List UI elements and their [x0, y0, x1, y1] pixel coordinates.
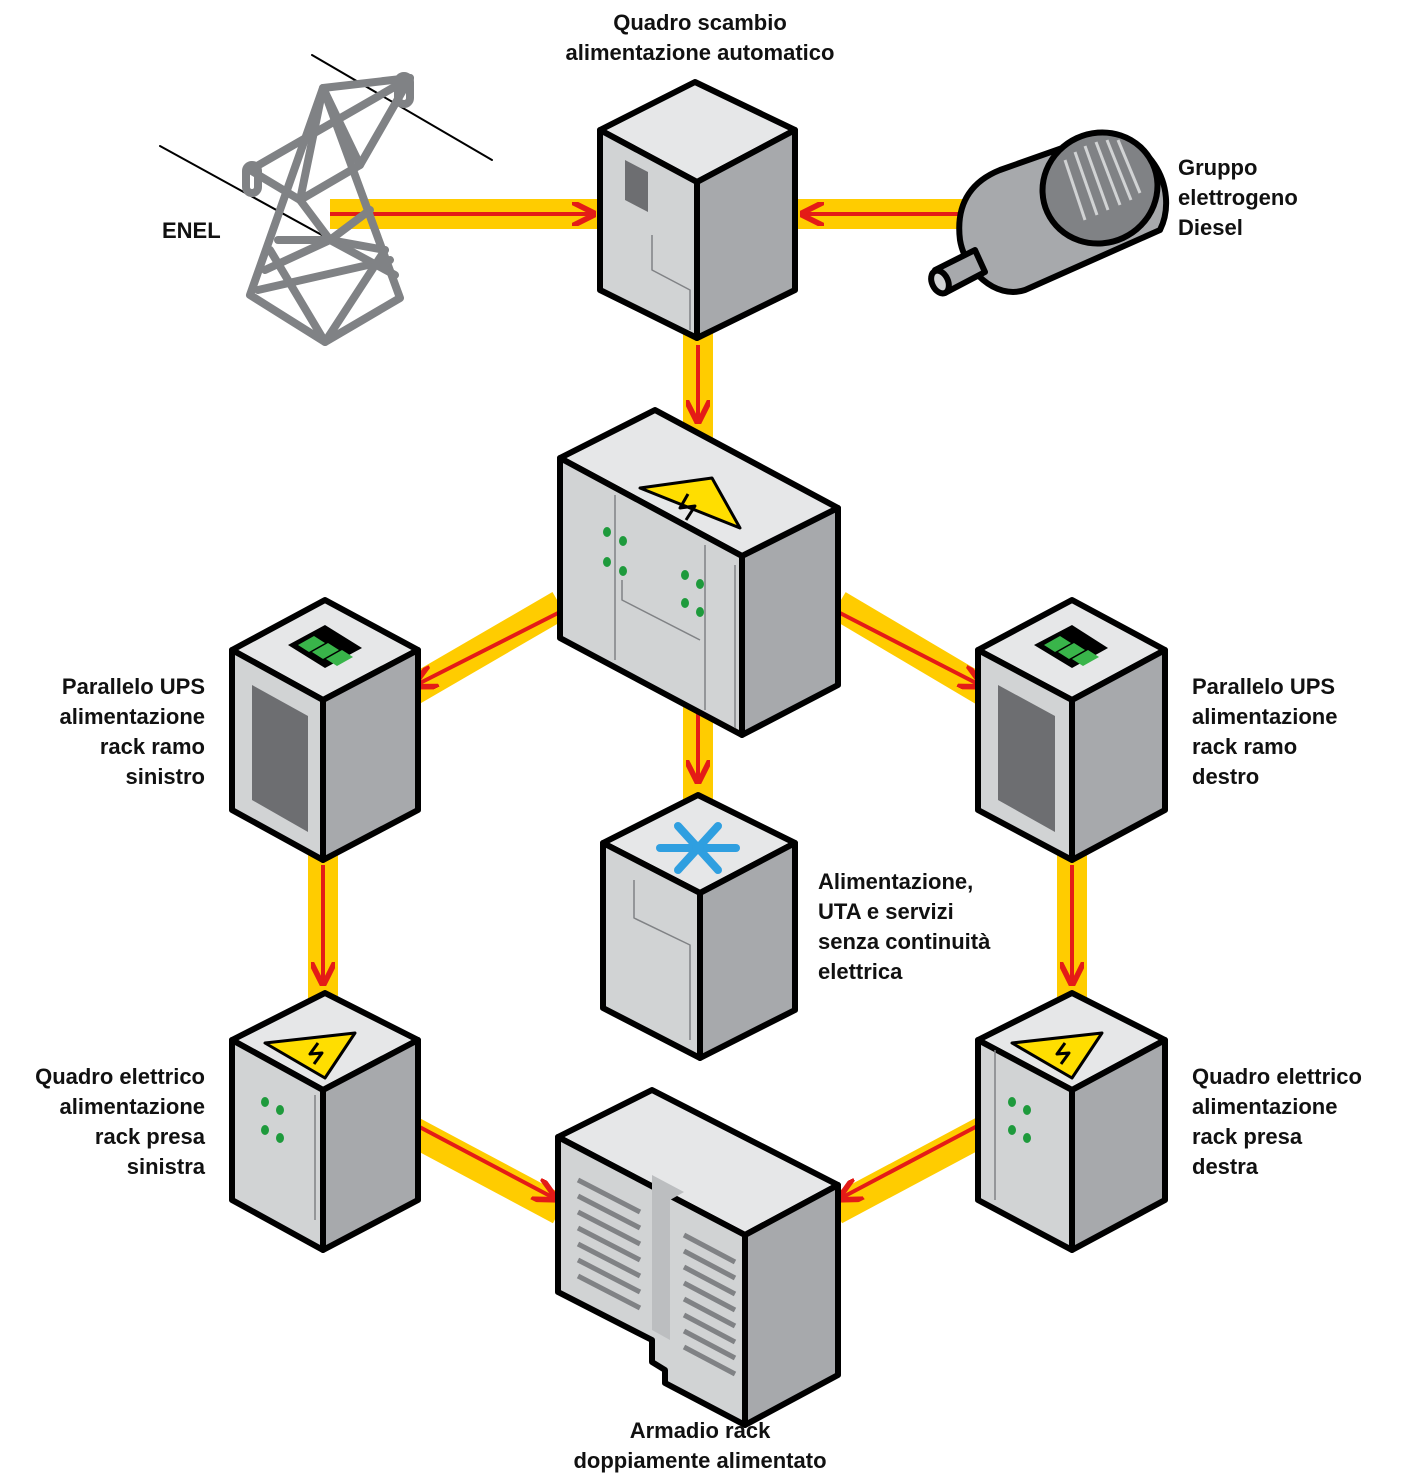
- label-line: Parallelo UPS: [61, 674, 205, 699]
- label-line: UTA e servizi: [818, 899, 954, 924]
- rack-cabinet: [555, 1087, 841, 1428]
- snowflake-icon: [656, 822, 740, 874]
- label-line: Quadro elettrico: [1192, 1064, 1362, 1089]
- ats-cabinet: [597, 79, 798, 341]
- label-line: rack ramo: [99, 734, 205, 759]
- label-line: elettrica: [818, 959, 903, 984]
- label-ups-left: Parallelo UPS alimentazione rack ramo si…: [10, 672, 205, 792]
- label-enel: ENEL: [162, 216, 221, 246]
- label-rack: Armadio rack doppiamente alimentato: [500, 1416, 900, 1476]
- label-ats: Quadro scambio alimentazione automatico: [520, 8, 880, 68]
- power-pylon-icon: [159, 54, 493, 346]
- label-line: sinistra: [126, 1154, 205, 1179]
- rack-vents: [576, 1177, 737, 1377]
- label-line: alimentazione: [1192, 704, 1338, 729]
- label-line: rack ramo: [1192, 734, 1298, 759]
- battery-icon: [1034, 625, 1108, 668]
- label-line: Parallelo UPS: [1192, 674, 1336, 699]
- label-line: alimentazione automatico: [565, 40, 835, 65]
- label-line: Quadro scambio: [613, 10, 787, 35]
- label-diesel: Gruppo elettrogeno Diesel: [1178, 153, 1298, 243]
- ups-left-cabinet: [229, 597, 421, 863]
- label-line: Diesel: [1178, 215, 1243, 240]
- diesel-generator-icon: [928, 129, 1170, 297]
- line-main-to-ups-right: [830, 592, 998, 708]
- label-line: doppiamente alimentato: [573, 1448, 827, 1473]
- label-line: alimentazione: [59, 1094, 205, 1119]
- high-voltage-warning-icon: [263, 1031, 357, 1080]
- services-cabinet: [600, 792, 798, 1061]
- label-line: alimentazione: [59, 704, 205, 729]
- label-line: ENEL: [162, 218, 221, 243]
- label-line: elettrogeno: [1178, 185, 1298, 210]
- line-main-to-ups-left: [397, 592, 568, 708]
- main-distribution-panel: [557, 407, 841, 738]
- status-leds: [261, 1097, 284, 1143]
- battery-icon: [288, 625, 362, 668]
- label-line: rack presa: [94, 1124, 205, 1149]
- high-voltage-warning-icon: [638, 476, 742, 530]
- label-panel-left: Quadro elettrico alimentazione rack pres…: [5, 1062, 205, 1182]
- panel-left-cabinet: [229, 990, 421, 1253]
- label-line: sinistro: [125, 764, 205, 789]
- label-services: Alimentazione, UTA e servizi senza conti…: [818, 867, 990, 987]
- line-panel-left-to-rack: [402, 1116, 568, 1224]
- power-lines: [308, 199, 1087, 1224]
- high-voltage-warning-icon: [1010, 1031, 1104, 1080]
- label-line: rack presa: [1192, 1124, 1303, 1149]
- label-ups-right: Parallelo UPS alimentazione rack ramo de…: [1192, 672, 1337, 792]
- label-line: Gruppo: [1178, 155, 1258, 180]
- label-line: destro: [1192, 764, 1260, 789]
- label-line: Armadio rack: [629, 1418, 771, 1443]
- label-line: alimentazione: [1192, 1094, 1338, 1119]
- label-line: Alimentazione,: [818, 869, 974, 894]
- label-line: Quadro elettrico: [35, 1064, 205, 1089]
- ups-right-cabinet: [975, 597, 1168, 863]
- label-panel-right: Quadro elettrico alimentazione rack pres…: [1192, 1062, 1362, 1182]
- line-panel-right-to-rack: [827, 1116, 993, 1224]
- status-leds: [603, 527, 704, 617]
- panel-right-cabinet: [975, 990, 1168, 1253]
- label-line: senza continuità: [818, 929, 991, 954]
- status-leds: [1008, 1097, 1031, 1143]
- label-line: destra: [1192, 1154, 1259, 1179]
